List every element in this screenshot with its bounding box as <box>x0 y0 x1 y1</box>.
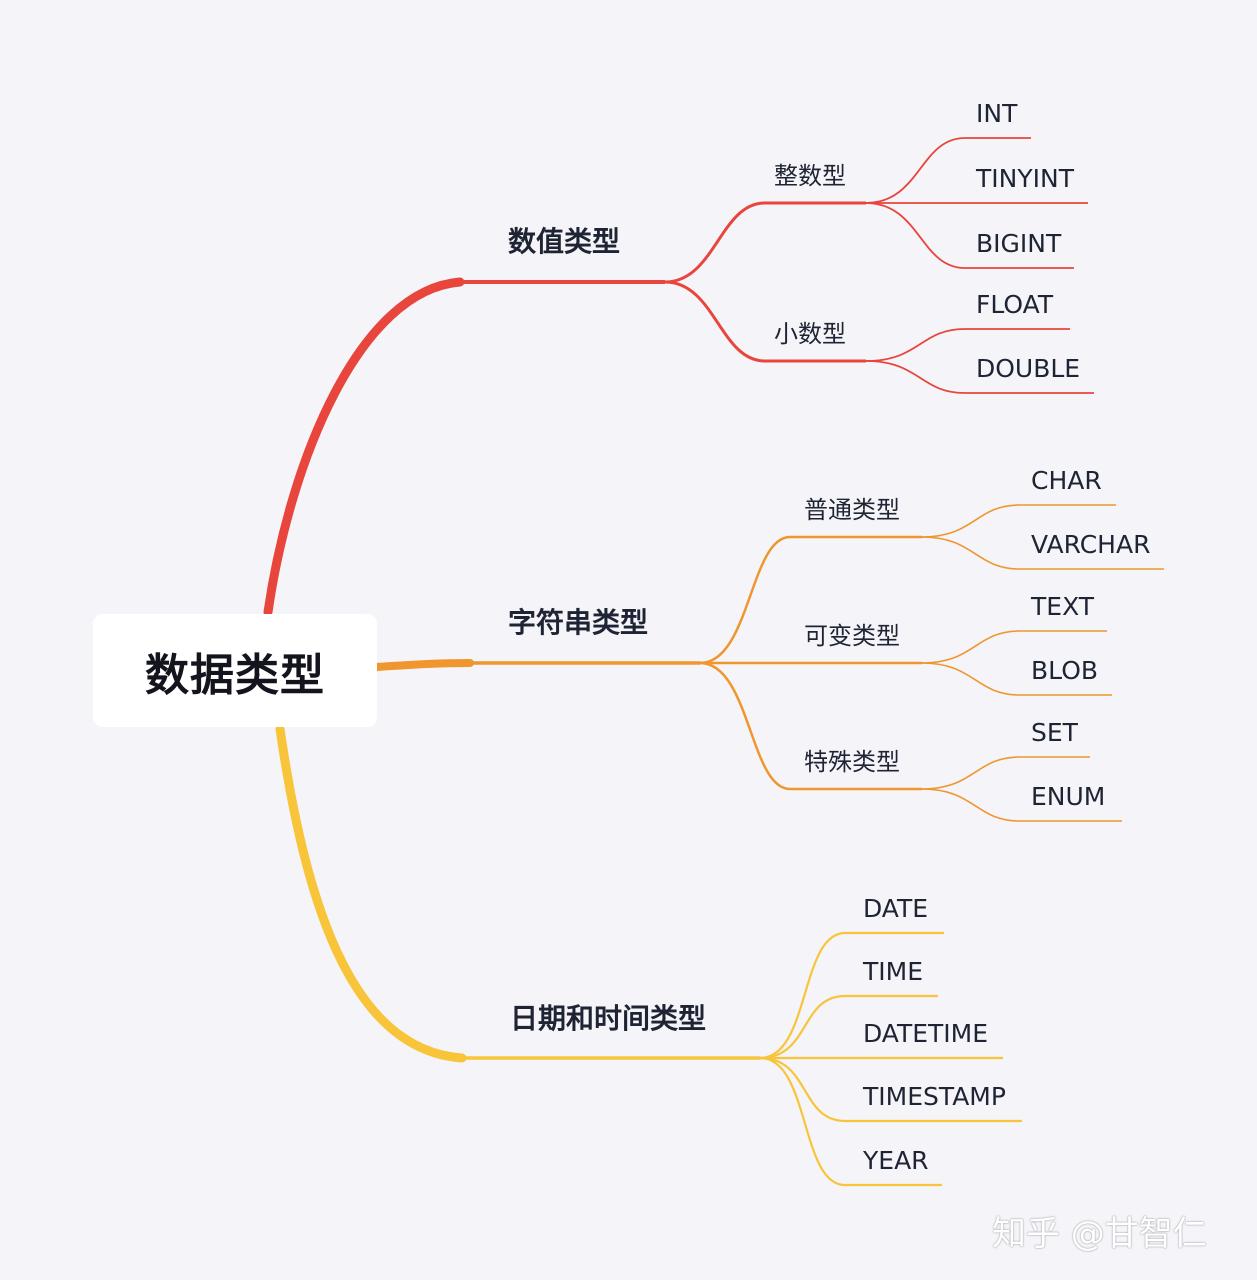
edge-numeric-decimal <box>664 280 866 363</box>
leaf-float[interactable]: FLOAT <box>976 290 1054 319</box>
leaf-enum[interactable]: ENUM <box>1031 782 1106 811</box>
node-numeric[interactable]: 数值类型 <box>508 225 621 258</box>
edge-special-set <box>921 756 1090 790</box>
edge-decimal-double <box>865 360 1094 394</box>
leaf-tinyint[interactable]: TINYINT <box>976 164 1074 193</box>
leaf-varchar[interactable]: VARCHAR <box>1031 530 1151 559</box>
edge-datetime-year <box>759 1056 942 1187</box>
edge-special-enum <box>921 788 1122 822</box>
node-special[interactable]: 特殊类型 <box>804 748 900 776</box>
leaf-text[interactable]: TEXT <box>1031 592 1095 621</box>
leaf-time[interactable]: TIME <box>863 957 924 986</box>
root-node-label: 数据类型 <box>145 649 325 701</box>
edge-root-string <box>373 659 474 671</box>
edge-variable-blob <box>921 662 1112 696</box>
edge-normal-varchar <box>921 536 1164 570</box>
edge-numeric-integer <box>664 201 866 284</box>
edge-variable-text <box>921 630 1107 664</box>
edge-integer-int <box>865 137 1031 204</box>
root-node[interactable]: 数据类型 <box>93 614 377 727</box>
watermark: 知乎 @甘智仁 <box>992 1214 1207 1254</box>
node-integer[interactable]: 整数型 <box>774 162 846 190</box>
edge-datetime-time <box>759 994 938 1060</box>
edge-normal-char <box>921 504 1116 538</box>
node-datetime[interactable]: 日期和时间类型 <box>510 1002 707 1035</box>
leaf-set[interactable]: SET <box>1031 718 1078 747</box>
leaf-bigint[interactable]: BIGINT <box>976 229 1062 258</box>
edge-decimal-float <box>865 328 1070 362</box>
leaf-date[interactable]: DATE <box>863 894 929 923</box>
leaf-int[interactable]: INT <box>976 99 1018 128</box>
leaf-char[interactable]: CHAR <box>1031 466 1102 495</box>
edge-root-datetime <box>275 724 467 1063</box>
node-string[interactable]: 字符串类型 <box>508 606 649 639</box>
edge-datetime-date <box>759 931 944 1060</box>
edge-datetime-timestamp <box>759 1056 1022 1123</box>
edge-string-normal <box>699 535 922 665</box>
leaf-year[interactable]: YEAR <box>863 1146 929 1175</box>
edge-string-special <box>699 661 922 791</box>
leaf-datetime[interactable]: DATETIME <box>863 1019 989 1048</box>
node-decimal[interactable]: 小数型 <box>774 320 846 348</box>
edge-root-numeric <box>263 277 465 617</box>
node-normal[interactable]: 普通类型 <box>804 496 900 524</box>
edge-integer-bigint <box>865 202 1074 269</box>
leaf-double[interactable]: DOUBLE <box>976 354 1081 383</box>
node-variable[interactable]: 可变类型 <box>804 622 900 650</box>
leaf-timestamp[interactable]: TIMESTAMP <box>863 1082 1006 1111</box>
leaf-blob[interactable]: BLOB <box>1031 656 1099 685</box>
